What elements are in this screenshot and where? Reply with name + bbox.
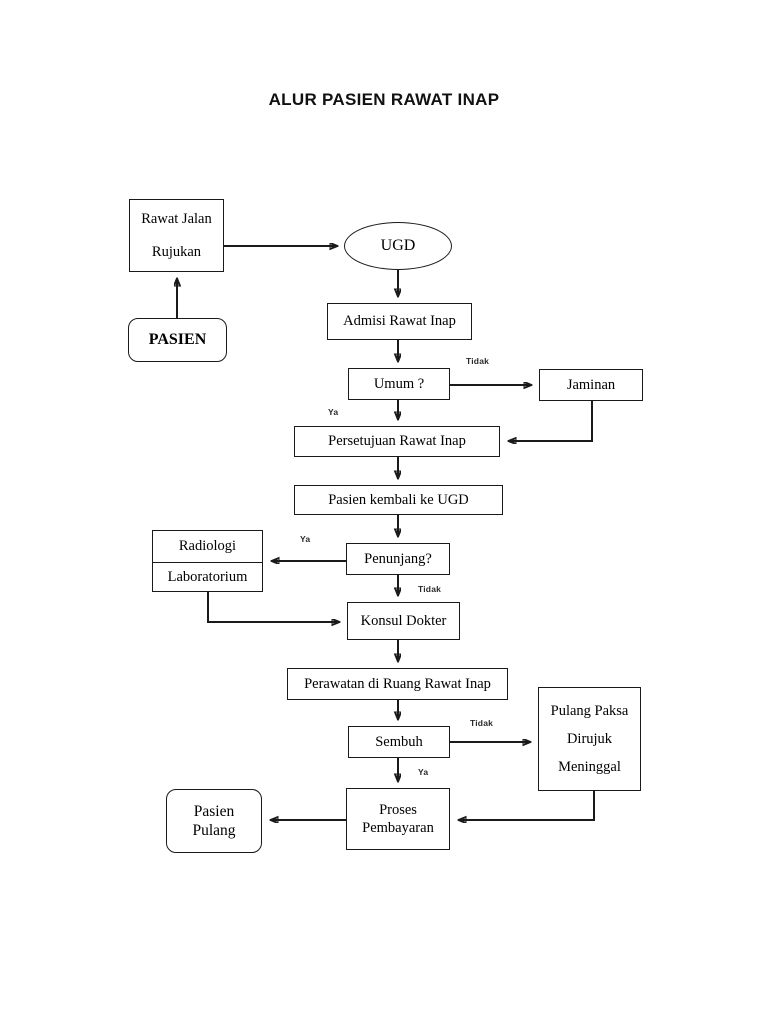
- node-jaminan-label: Jaminan: [566, 376, 616, 393]
- node-radiologi-label: Radiologi: [178, 538, 237, 555]
- node-rawat-jalan-line1: Rawat Jalan: [141, 211, 212, 228]
- node-radiologi[interactable]: Radiologi: [153, 531, 262, 562]
- node-pulang-paksa-line1: Pulang Paksa: [550, 702, 629, 719]
- node-laboratorium[interactable]: Laboratorium: [153, 562, 262, 593]
- edge-label-umum-ya: Ya: [328, 407, 339, 417]
- node-pulang-paksa-line2: Dirujuk: [566, 730, 613, 747]
- node-pasien[interactable]: PASIEN: [128, 318, 227, 362]
- edge-label-sembuh-tidak: Tidak: [470, 718, 494, 728]
- node-perawatan-label: Perawatan di Ruang Rawat Inap: [304, 675, 491, 692]
- edge-label-sembuh-ya: Ya: [418, 767, 429, 777]
- node-laboratorium-label: Laboratorium: [167, 569, 248, 586]
- node-konsul-label: Konsul Dokter: [360, 612, 447, 629]
- node-proses-pembayaran-line1: Proses: [379, 801, 417, 818]
- node-umum-label: Umum ?: [373, 375, 425, 392]
- node-penunjang-label: Penunjang?: [364, 550, 432, 567]
- node-sembuh-label: Sembuh: [375, 733, 423, 750]
- node-perawatan-ruang-rawat-inap[interactable]: Perawatan di Ruang Rawat Inap: [287, 668, 508, 700]
- node-jaminan[interactable]: Jaminan: [539, 369, 643, 401]
- node-pasien-pulang[interactable]: Pasien Pulang: [166, 789, 262, 853]
- node-pasien-kembali-ke-ugd[interactable]: Pasien kembali ke UGD: [294, 485, 503, 515]
- page-title: ALUR PASIEN RAWAT INAP: [268, 90, 500, 109]
- node-umum-decision[interactable]: Umum ?: [348, 368, 450, 400]
- node-rawat-jalan[interactable]: Rawat Jalan Rujukan: [129, 199, 224, 272]
- node-proses-pembayaran-line2: Pembayaran: [362, 820, 434, 836]
- node-persetujuan-rawat-inap[interactable]: Persetujuan Rawat Inap: [294, 426, 500, 457]
- node-ugd[interactable]: UGD: [344, 222, 452, 270]
- node-ugd-label: UGD: [380, 237, 416, 254]
- node-rawat-jalan-line2: Rujukan: [151, 243, 202, 260]
- node-konsul-dokter[interactable]: Konsul Dokter: [347, 602, 460, 640]
- node-sembuh-decision[interactable]: Sembuh: [348, 726, 450, 758]
- node-persetujuan-label: Persetujuan Rawat Inap: [328, 433, 466, 450]
- edge-pulangpaksa-to-prosespembayaran: [459, 791, 595, 820]
- node-proses-pembayaran[interactable]: Proses Pembayaran: [346, 788, 450, 850]
- node-admisi-rawat-inap[interactable]: Admisi Rawat Inap: [327, 303, 472, 340]
- edge-jaminan-to-persetujuan: [509, 401, 593, 441]
- edge-radiologilab-to-konsul: [207, 592, 339, 622]
- edge-label-umum-tidak: Tidak: [466, 356, 490, 366]
- split-divider: [153, 562, 262, 563]
- node-admisi-label: Admisi Rawat Inap: [343, 313, 456, 330]
- node-pasien-pulang-line1: Pasien: [193, 802, 235, 820]
- node-pasien-label: PASIEN: [148, 331, 207, 348]
- edge-label-penunjang-ya: Ya: [300, 534, 311, 544]
- node-radiologi-laboratorium[interactable]: Radiologi Laboratorium: [152, 530, 263, 592]
- node-penunjang-decision[interactable]: Penunjang?: [346, 543, 450, 575]
- node-pasien-pulang-line2: Pulang: [192, 822, 236, 839]
- node-pulang-paksa-dirujuk-meninggal[interactable]: Pulang Paksa Dirujuk Meninggal: [538, 687, 641, 791]
- node-pulang-paksa-line3: Meninggal: [558, 759, 621, 776]
- edge-label-penunjang-tidak: Tidak: [418, 584, 442, 594]
- node-kembali-ugd-label: Pasien kembali ke UGD: [328, 491, 469, 508]
